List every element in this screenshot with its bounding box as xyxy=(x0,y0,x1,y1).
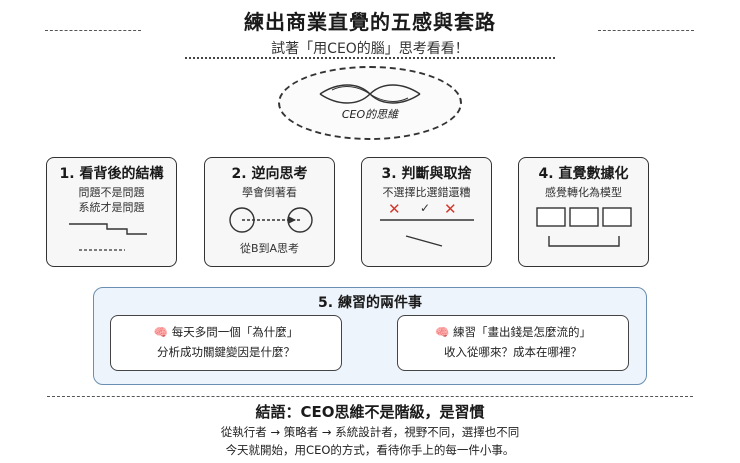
tradeoff-lines-icon xyxy=(380,219,474,247)
cross-icon: ✕ xyxy=(444,200,457,218)
card-caption: 從B到A思考 xyxy=(239,242,300,255)
subtitle-dotted-divider xyxy=(185,57,555,59)
conclusion-text: 今天就開始，用CEO的方式，看待你手上的每一件小事。 xyxy=(225,443,515,457)
title-divider-right xyxy=(598,30,694,31)
practice-detail: 收入從哪來？成本在哪裡？ xyxy=(444,345,582,359)
card-text: 問題不是問題 xyxy=(78,186,145,199)
conclusion-text: 從執行者 → 策略者 → 系統設計者，視野不同，選擇也不同 xyxy=(220,425,520,439)
card-structure: 1. 看背後的結構 問題不是問題 系統才是問題 xyxy=(46,157,177,267)
zigzag-structure-icon xyxy=(69,223,147,251)
card-text: 學會倒著看 xyxy=(242,186,297,199)
brain-curve-icon xyxy=(319,84,421,104)
card-title: 4. 直覺數據化 xyxy=(538,166,629,182)
card-text: 不選擇比選錯還糟 xyxy=(382,186,471,199)
brain-icon: 🧠 xyxy=(435,325,450,339)
practice-detail: 分析成功關鍵變因是什麼？ xyxy=(157,345,295,359)
practice-headline-text: 每天多問一個「為什麼」 xyxy=(171,325,299,339)
practice-panel: 5. 練習的兩件事 🧠 每天多問一個「為什麼」 分析成功關鍵變因是什麼？ 🧠 練… xyxy=(93,287,647,385)
cross-icon: ✕ xyxy=(388,200,401,218)
practice-item-money-flow: 🧠 練習「畫出錢是怎麼流的」 收入從哪來？成本在哪裡？ xyxy=(397,315,629,371)
practice-title: 5. 練習的兩件事 xyxy=(318,295,422,311)
page-title: 練出商業直覺的五感與套路 xyxy=(244,10,496,34)
page-subtitle: 試著「用CEO的腦」思考看看！ xyxy=(271,41,469,57)
title-divider-left xyxy=(45,30,141,31)
card-judgement: 3. 判斷與取捨 不選擇比選錯還糟 ✕ ✓ ✕ xyxy=(361,157,492,267)
card-reverse-thinking: 2. 逆向思考 學會倒著看 從B到A思考 xyxy=(204,157,335,267)
card-data-intuition: 4. 直覺數據化 感覺轉化為模型 xyxy=(518,157,649,267)
model-blocks-icon xyxy=(536,207,632,247)
ceo-mind-oval xyxy=(278,66,462,140)
ceo-mind-label: CEO的思維 xyxy=(341,108,399,121)
card-title: 2. 逆向思考 xyxy=(231,166,308,182)
card-title: 3. 判斷與取捨 xyxy=(381,166,472,182)
reverse-circles-icon xyxy=(229,207,313,233)
practice-headline: 🧠 每天多問一個「為什麼」 xyxy=(111,324,341,340)
card-text: 感覺轉化為模型 xyxy=(545,186,622,199)
brain-icon: 🧠 xyxy=(153,325,169,339)
card-text: 系統才是問題 xyxy=(78,201,145,214)
practice-headline: 🧠 練習「畫出錢是怎麼流的」 xyxy=(398,324,628,340)
check-icon: ✓ xyxy=(420,201,431,215)
practice-item-why: 🧠 每天多問一個「為什麼」 分析成功關鍵變因是什麼？ xyxy=(110,315,342,371)
conclusion-title: 結語：CEO思維不是階級，是習慣 xyxy=(255,403,485,421)
card-title: 1. 看背後的結構 xyxy=(59,166,164,182)
practice-headline-text: 練習「畫出錢是怎麼流的」 xyxy=(452,325,591,339)
conclusion-divider xyxy=(47,396,693,397)
